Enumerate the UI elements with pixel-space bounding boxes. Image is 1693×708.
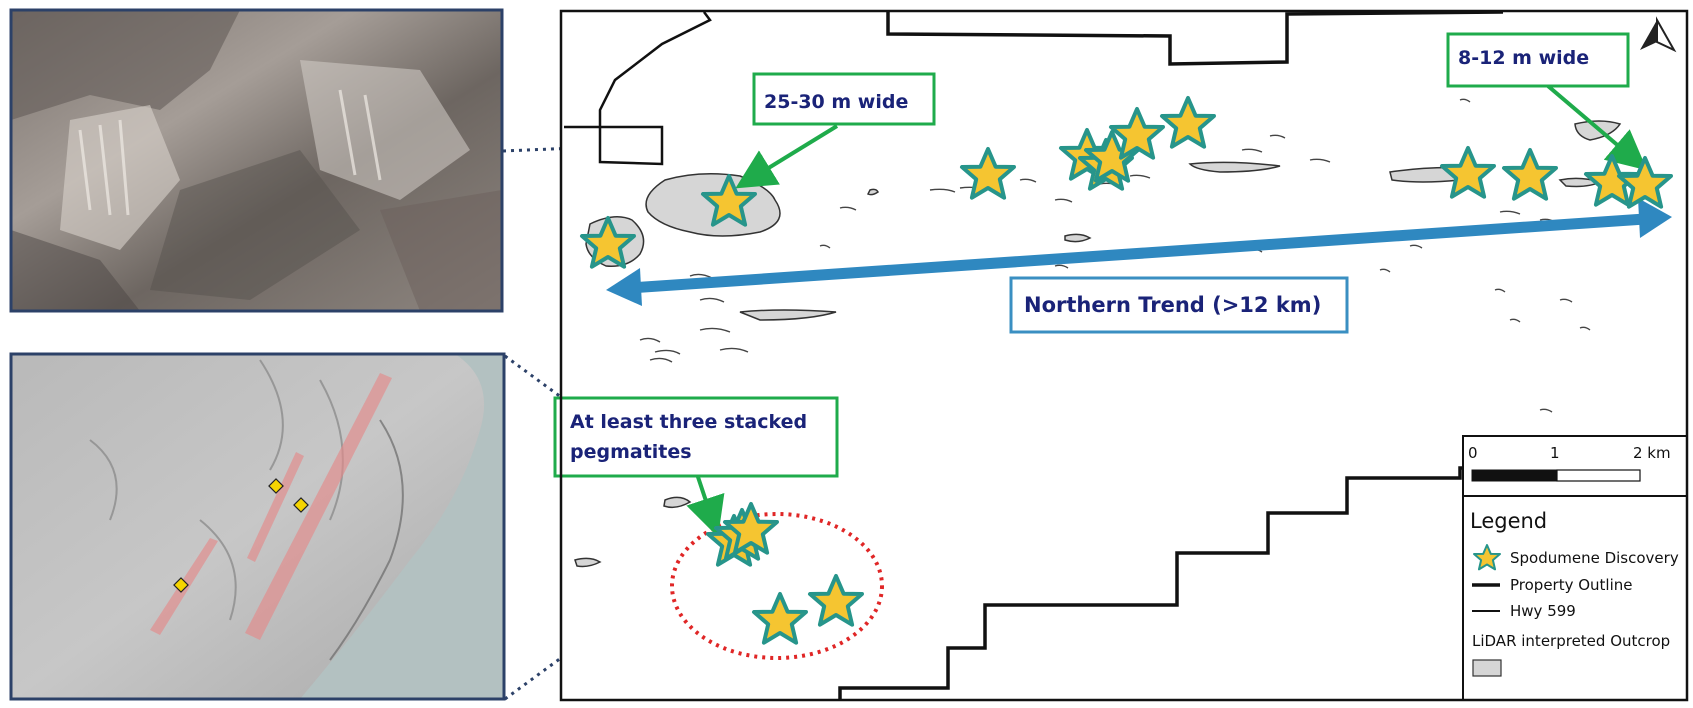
property-outline <box>564 11 712 166</box>
legend-item-lidar: LiDAR interpreted Outcrop <box>1472 632 1670 650</box>
callout-stacked-line1: At least three stacked <box>570 411 807 433</box>
small-outcrops <box>639 98 1591 413</box>
sample-point <box>173 577 189 593</box>
stacked-pegmatite-zone <box>670 512 884 660</box>
callout-box-stacked <box>553 396 839 478</box>
scale-tick-2: 2 km <box>1633 444 1671 462</box>
callout-arrow <box>735 124 839 189</box>
legend: Legend Spodumene Discovery Property Outl… <box>1470 509 1679 677</box>
scale-bar: 0 1 2 km <box>1468 444 1671 482</box>
lidar-hillshade-inset <box>9 352 506 701</box>
callout-box-8-12 <box>1446 32 1630 88</box>
legend-title: Legend <box>1470 509 1547 533</box>
legend-item-hwy: Hwy 599 <box>1510 602 1576 620</box>
trend-label-text: Northern Trend (>12 km) <box>1024 293 1321 317</box>
scale-tick-0: 0 <box>1468 444 1478 462</box>
grey-box-icon <box>1472 659 1502 677</box>
callout-stacked-line2: pegmatites <box>570 441 692 463</box>
pegmatite-dyke-1 <box>245 373 392 640</box>
legend-item-spodumene: Spodumene Discovery <box>1510 549 1679 567</box>
sample-point <box>293 497 309 513</box>
northern-trend-arrow <box>606 198 1672 306</box>
sample-point <box>268 478 284 494</box>
outcrop-photo-inset <box>9 8 504 313</box>
pegmatite-dyke-2 <box>247 452 304 562</box>
trend-label-box <box>1009 276 1349 334</box>
legend-item-property: Property Outline <box>1510 576 1633 594</box>
scale-tick-1: 1 <box>1550 444 1560 462</box>
callout-box-25-30 <box>752 72 936 126</box>
property-outline <box>886 10 1504 66</box>
north-arrow-icon <box>1640 16 1677 53</box>
callout-8-12-text: 8-12 m wide <box>1458 47 1589 69</box>
callout-25-30-text: 25-30 m wide <box>764 91 908 113</box>
main-map: 25-30 m wide 8-12 m wide At least three … <box>553 9 1689 702</box>
callout-arrow <box>1546 84 1648 171</box>
callout-arrow <box>686 473 725 538</box>
property-outline <box>838 466 1687 700</box>
